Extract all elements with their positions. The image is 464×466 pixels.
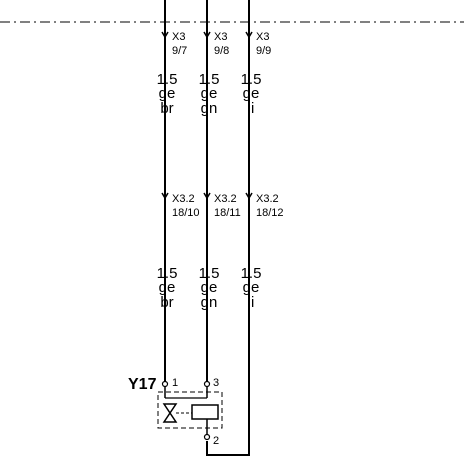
pin-label: 2: [213, 435, 219, 447]
wire-size: 1.5: [199, 265, 220, 282]
connector-name: X3.2: [214, 193, 237, 205]
solenoid-valve-symbol: [162, 387, 219, 434]
wire-color: ge: [243, 279, 260, 296]
wire-color: ge: [159, 85, 176, 102]
connector-pin: 9/8: [214, 45, 229, 57]
connector-marker: [161, 192, 253, 200]
connector-name: X3: [256, 31, 269, 43]
connector-name: X3: [172, 31, 185, 43]
connector-marker: [161, 31, 253, 39]
wire-color: li: [248, 294, 255, 311]
wire-color: gn: [201, 294, 218, 311]
component-label: Y17: [128, 376, 157, 393]
pin-terminal: [203, 380, 211, 388]
connector-pin: 18/11: [214, 207, 241, 219]
wire-size: 1.5: [199, 71, 220, 88]
wire-size: 1.5: [241, 265, 262, 282]
wire-color: gn: [201, 100, 218, 117]
wire-color: br: [160, 100, 173, 117]
pin-label: 1: [172, 377, 178, 389]
connector-name: X3.2: [256, 193, 279, 205]
wire-color: ge: [201, 279, 218, 296]
connector-name: X3.2: [172, 193, 195, 205]
connector-pin: 18/10: [172, 207, 200, 219]
connector-name: X3: [214, 31, 227, 43]
wire-color: li: [248, 100, 255, 117]
wire-color: ge: [201, 85, 218, 102]
pin-terminal: [203, 433, 211, 441]
wire-size: 1.5: [157, 71, 178, 88]
connector-pin: 18/12: [256, 207, 284, 219]
pin-label: 3: [213, 377, 219, 389]
wire-3: [206, 0, 250, 456]
component-housing: [157, 391, 223, 429]
wire-size: 1.5: [241, 71, 262, 88]
pin-terminal: [161, 380, 169, 388]
wire-color: ge: [159, 279, 176, 296]
wire-color: br: [160, 294, 173, 311]
connector-pin: 9/9: [256, 45, 271, 57]
connector-pin: 9/7: [172, 45, 187, 57]
wire-color: ge: [243, 85, 260, 102]
wire-size: 1.5: [157, 265, 178, 282]
